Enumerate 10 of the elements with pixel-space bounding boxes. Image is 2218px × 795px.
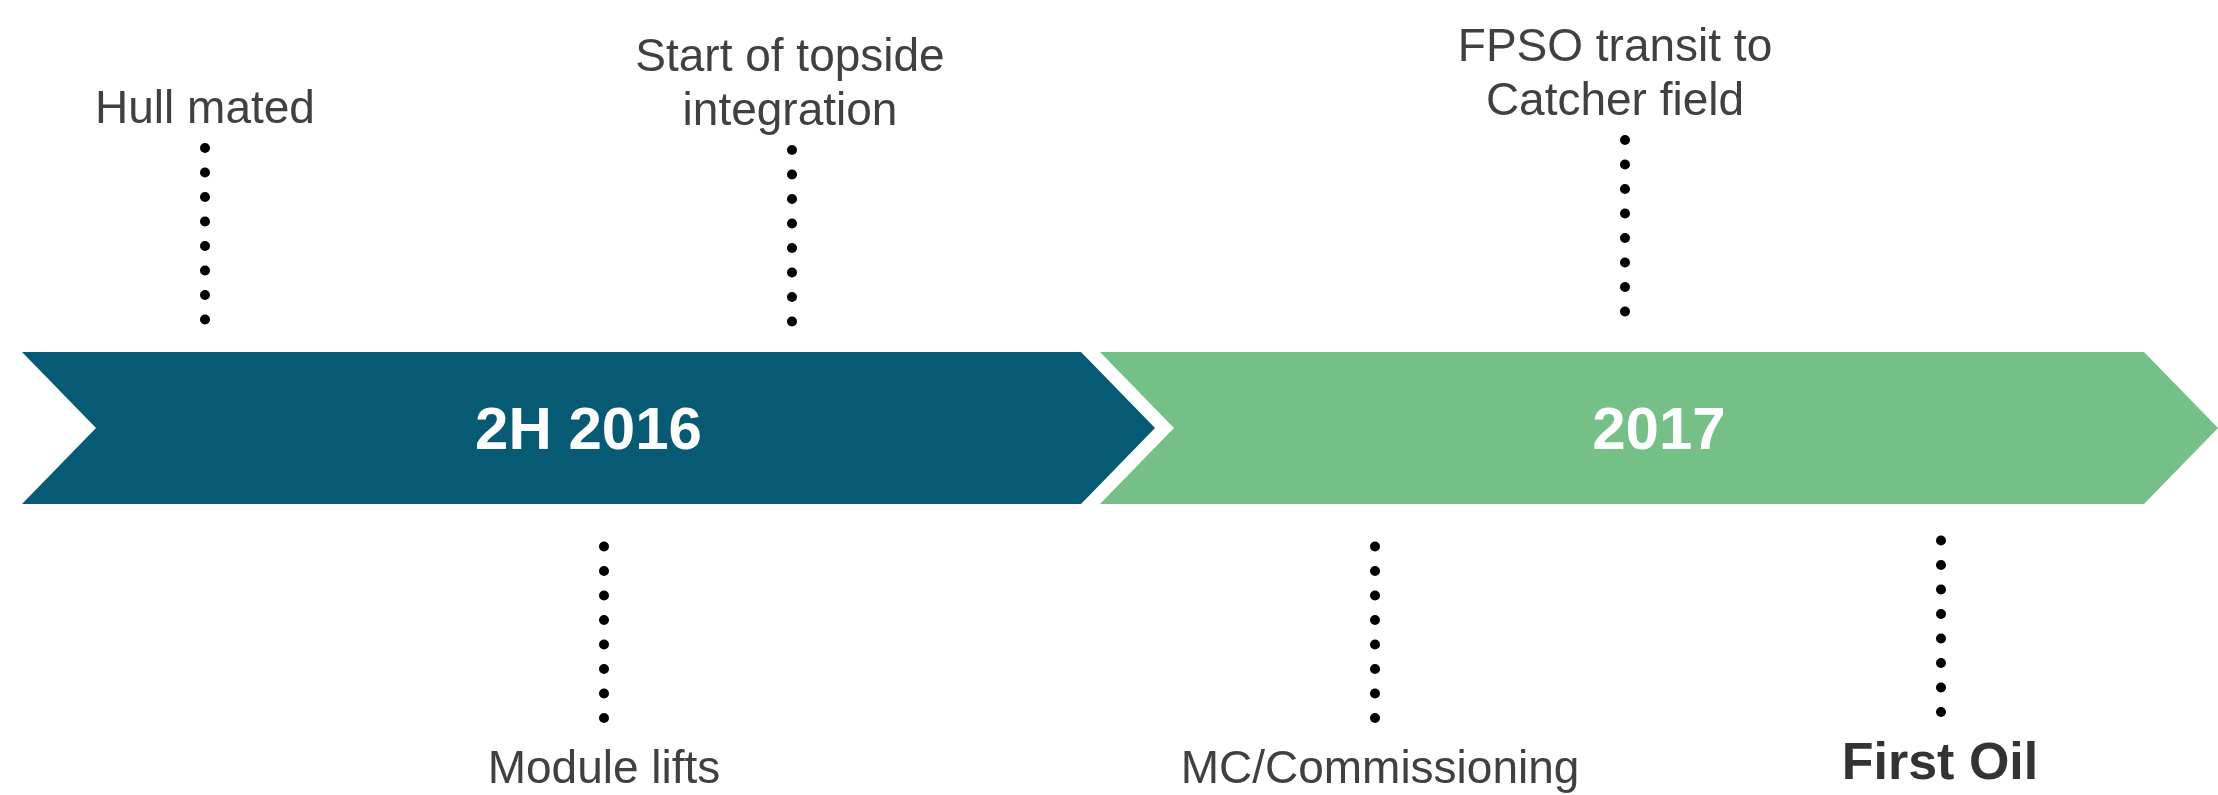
timeline-chevron — [1100, 352, 2218, 504]
milestone-label: Hull mated — [55, 80, 355, 134]
period-label: 2H 2016 — [474, 393, 703, 464]
period-label: 2017 — [1591, 393, 1727, 464]
milestone-label: MC/Commissioning — [1150, 740, 1610, 794]
milestone-label: Module lifts — [444, 740, 764, 794]
timeline-chevron — [22, 352, 1155, 504]
milestone-label: First Oil — [1790, 734, 2090, 794]
milestone-label: Start of topside integration — [560, 28, 1020, 136]
milestone-label: FPSO transit to Catcher field — [1380, 18, 1850, 126]
